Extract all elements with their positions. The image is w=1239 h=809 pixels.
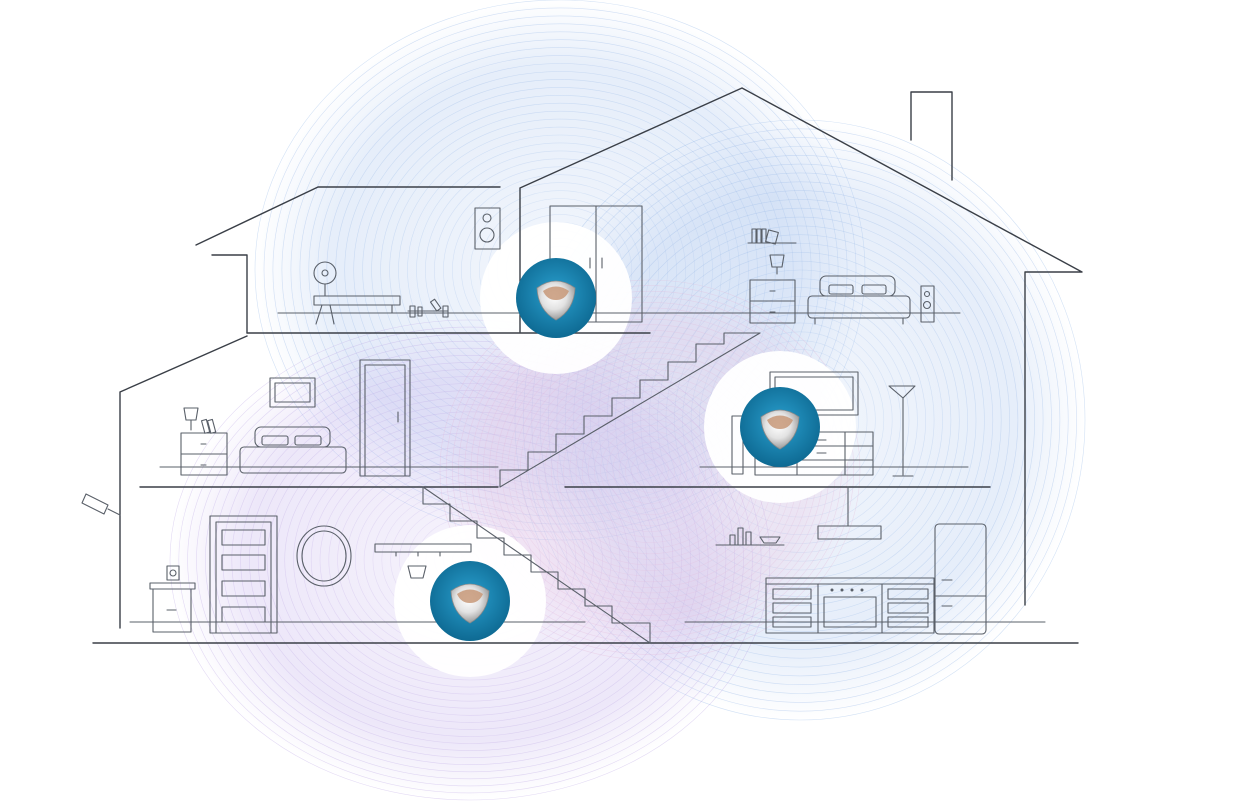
coverage-ripple — [594, 419, 706, 521]
coverage-ripple — [445, 285, 855, 655]
oven-icon — [823, 588, 877, 628]
bed-icon — [807, 275, 911, 325]
coverage-ripple — [439, 279, 861, 661]
coat-rack-icon — [374, 543, 472, 579]
coverage-ripple — [452, 290, 848, 650]
shelf-icon — [747, 228, 797, 245]
nightstand-icon — [149, 582, 196, 633]
speaker-icon — [920, 285, 935, 323]
nightstand-icon — [749, 279, 796, 324]
mesh-wifi-node-icon[interactable] — [740, 387, 820, 467]
front-door-icon — [209, 515, 278, 634]
coverage-ripple — [612, 436, 688, 504]
picture-frame-icon — [269, 377, 316, 408]
security-camera-icon — [81, 493, 121, 516]
coverage-ripple — [606, 430, 694, 510]
mesh-wifi-node-icon[interactable] — [430, 561, 510, 641]
speaker-icon — [474, 207, 501, 250]
nightstand-icon — [180, 432, 228, 476]
weight-bench-icon — [313, 261, 401, 325]
range-hood-icon — [817, 486, 882, 540]
coverage-ripple — [643, 464, 657, 476]
bed-icon — [239, 426, 347, 474]
fridge-icon — [934, 523, 987, 635]
house-outline — [92, 87, 1083, 644]
door-icon — [359, 359, 411, 477]
table-lamp-icon — [183, 407, 217, 434]
table-lamp-icon — [166, 565, 180, 581]
coverage-ripple — [600, 424, 700, 515]
staircase-icon — [422, 332, 761, 644]
kitchen-cabinets-icon — [765, 577, 935, 634]
coverage-ripple — [637, 458, 663, 482]
coverage-ripple — [624, 447, 675, 493]
dumbbell-icon — [407, 298, 449, 318]
shelf-icon — [715, 527, 785, 546]
mirror-icon — [296, 525, 352, 587]
floor-lamp-icon — [888, 385, 916, 477]
wifi-coverage-waves — [169, 0, 1086, 801]
coverage-ripple — [618, 441, 682, 499]
mesh-wifi-node-icon[interactable] — [516, 258, 596, 338]
coverage-ripple — [587, 413, 713, 527]
